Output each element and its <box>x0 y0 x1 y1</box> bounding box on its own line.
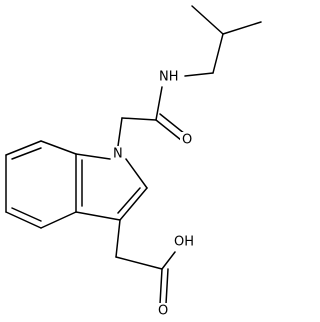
bond-ch2-cooh <box>115 256 163 270</box>
label-amide-o: O <box>180 132 194 148</box>
amide-o-label: O <box>182 133 192 148</box>
bond-carbonyl-o-1 <box>155 119 182 141</box>
bond-carbonyl-o-2 <box>159 113 186 135</box>
bond-c-ch2 <box>212 33 224 74</box>
indole-n-label: N <box>113 147 123 162</box>
bond-c4-c3a <box>40 211 77 229</box>
molecule-structure: NH O N OH O <box>5 5 262 319</box>
bond-c2-c3-double <box>117 187 141 214</box>
bond-nh-carbonyl <box>155 86 163 121</box>
label-amide-nh: NH <box>158 69 182 85</box>
acetic-acid-group <box>115 219 176 305</box>
bond-c5-c4 <box>5 211 42 229</box>
bond-c7-c6 <box>5 140 42 156</box>
bond-c-methyl-2 <box>222 21 262 35</box>
bond-c-methyl-1 <box>191 5 224 35</box>
acid-oh-label: OH <box>174 235 194 250</box>
indole-ring <box>5 140 148 229</box>
bond-cooh-o-1 <box>159 268 163 305</box>
bond-c3-ch2 <box>115 219 121 258</box>
bond-n1-c7a <box>75 153 111 160</box>
bond-carbonyl-ch2 <box>121 117 157 121</box>
bond-c5-c4-double <box>11 207 42 222</box>
bond-c7-c6-double <box>11 147 42 160</box>
acid-o-label: O <box>158 304 168 319</box>
amide-nh-label: NH <box>159 70 179 85</box>
bond-cooh-o-2 <box>165 268 169 305</box>
label-indole-n: N <box>111 146 125 162</box>
bond-ch2-n <box>184 72 214 77</box>
label-acid-o: O <box>156 303 170 319</box>
bond-n1-c2 <box>125 158 148 189</box>
bond-cooh-oh <box>161 251 176 270</box>
bond-c7a-c7 <box>40 140 77 155</box>
label-acid-oh: OH <box>173 234 199 250</box>
amide-linker <box>117 86 186 147</box>
isobutyl-group <box>184 5 262 77</box>
bond-ch2-indole-n <box>117 117 123 147</box>
bond-c2-c3 <box>119 187 148 221</box>
bond-c3-c3a <box>75 211 121 221</box>
